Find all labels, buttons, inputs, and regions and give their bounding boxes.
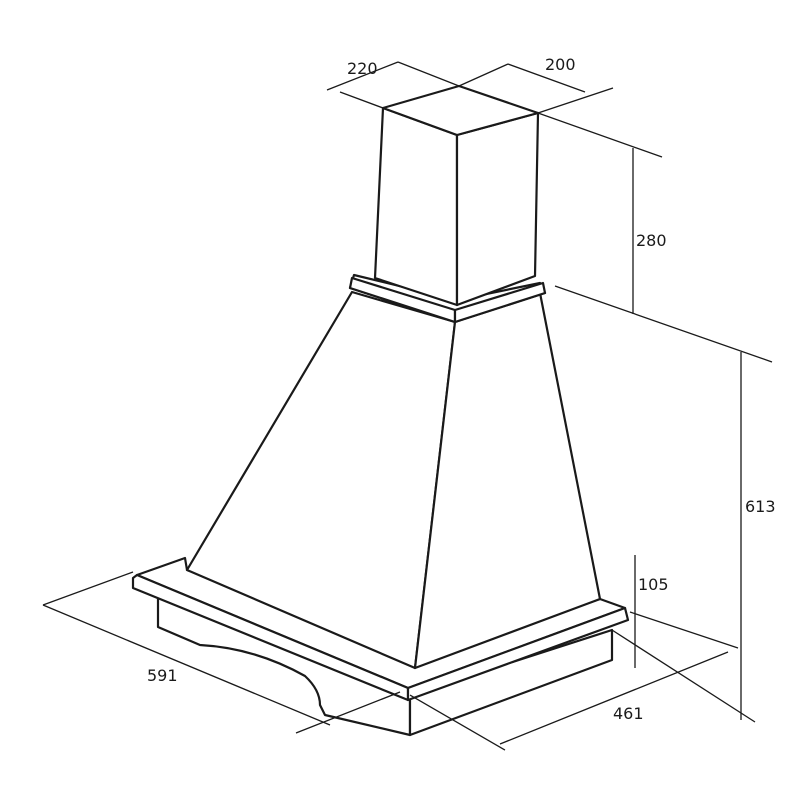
base-underside-left [156, 595, 412, 737]
dimension-labels: 220 200 280 613 105 591 461 [147, 55, 776, 723]
dimension-lines [42, 61, 773, 751]
label-body-height: 613 [745, 497, 776, 516]
label-base-width: 591 [147, 666, 178, 685]
label-base-depth: 461 [613, 704, 644, 723]
label-chimney-depth: 220 [347, 59, 378, 78]
hood-canopy [185, 290, 602, 670]
chimney-left-face [373, 106, 459, 307]
hood-chimney [373, 84, 540, 307]
base-front-trim-right [406, 606, 630, 702]
label-chimney-height: 280 [636, 231, 667, 250]
label-chimney-width: 200 [545, 55, 576, 74]
hood-base [131, 556, 630, 737]
base-underside-right [408, 628, 614, 737]
collar-band-right [453, 281, 547, 324]
label-base-height: 105 [638, 575, 669, 594]
chimney-right-face [455, 111, 540, 307]
